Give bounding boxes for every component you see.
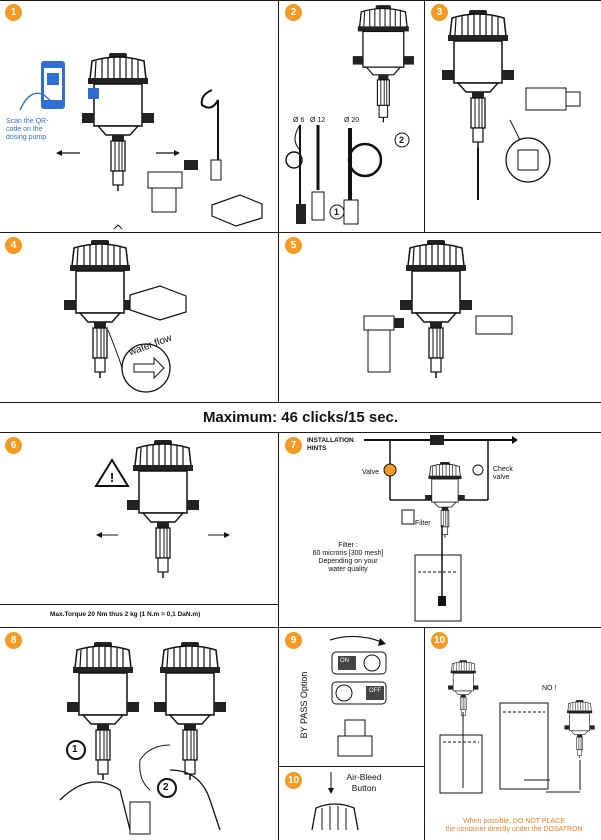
placement-warning: When possible, DO NOT PLACE the containe… bbox=[428, 818, 600, 834]
fitting-diagram bbox=[441, 9, 581, 200]
torque-note: Max.Torque 20 Nm thus 2 kg (1 N.m = 0,1 … bbox=[50, 611, 201, 618]
divider bbox=[424, 0, 425, 232]
divider bbox=[0, 402, 601, 403]
filter-note-line: water quality bbox=[328, 566, 368, 573]
check-valve-label: Check valve bbox=[493, 466, 513, 482]
step-badge: 10 bbox=[431, 632, 448, 649]
bypass-off-label: OFF bbox=[369, 688, 381, 694]
installation-diagram bbox=[364, 435, 518, 622]
callout-1: 1 bbox=[334, 207, 340, 217]
tubing-diagram bbox=[285, 4, 415, 225]
qr-note-line: code on the bbox=[6, 126, 43, 133]
filter-install-diagram bbox=[363, 239, 513, 379]
divider bbox=[278, 627, 279, 840]
step-badge: 2 bbox=[285, 4, 302, 21]
divider bbox=[278, 766, 424, 767]
divider bbox=[0, 232, 601, 233]
tube-diameter-20: Ø 20 bbox=[344, 117, 360, 124]
divider bbox=[0, 432, 601, 433]
air-bleed-diagram bbox=[311, 772, 359, 831]
divider bbox=[278, 0, 279, 232]
filter-note: Filter : 60 microns [300 mesh] Depending… bbox=[298, 542, 398, 574]
pump-diagram bbox=[19, 52, 263, 230]
placement-warning-line: the container directly under the DOSATRO… bbox=[445, 826, 583, 833]
svg-text:!: ! bbox=[110, 470, 114, 485]
step-badge: 7 bbox=[285, 437, 302, 454]
torque-diagram: ! bbox=[94, 439, 230, 579]
air-bleed-label: Air-Bleed Button bbox=[340, 772, 388, 794]
step-badge: 10 bbox=[285, 772, 302, 789]
no-warning: NO ! bbox=[542, 685, 557, 692]
installation-hints-title: INSTALLATION HINTS bbox=[307, 437, 354, 453]
divider bbox=[424, 627, 425, 840]
divider bbox=[0, 604, 278, 605]
callout-2: 2 bbox=[399, 135, 405, 145]
tube-diameter-6: Ø 6 bbox=[293, 117, 305, 124]
qr-note-line: Scan the QR- bbox=[6, 118, 49, 125]
divider bbox=[0, 627, 601, 628]
step-badge: 1 bbox=[5, 4, 22, 21]
step-badge: 3 bbox=[431, 4, 448, 21]
divider bbox=[278, 232, 279, 402]
title-line: INSTALLATION bbox=[307, 437, 354, 444]
callout-1: 1 bbox=[72, 744, 78, 755]
placement-warning-line: When possible, DO NOT PLACE bbox=[463, 818, 565, 825]
step-badge: 8 bbox=[5, 632, 22, 649]
divider bbox=[278, 432, 279, 627]
callout-2: 2 bbox=[163, 782, 169, 793]
filter-note-line: Filter : bbox=[338, 542, 358, 549]
filter-note-line: Depending on your bbox=[318, 558, 378, 565]
air-bleed-line: Button bbox=[351, 783, 377, 793]
tube-diameter-12: Ø 12 bbox=[310, 117, 326, 124]
step-badge: 5 bbox=[285, 237, 302, 254]
step-badge: 4 bbox=[5, 237, 22, 254]
qr-instruction: Scan the QR- code on the dosing pump. bbox=[6, 118, 66, 142]
filter-label: Filter bbox=[415, 520, 431, 527]
step-badge: 9 bbox=[285, 632, 302, 649]
bypass-diagram bbox=[329, 635, 387, 757]
check-valve-line: valve bbox=[493, 474, 510, 481]
check-valve-line: Check bbox=[493, 466, 513, 473]
title-line: HINTS bbox=[307, 445, 327, 452]
air-bleed-line: Air-Bleed bbox=[346, 772, 382, 782]
step-badge: 6 bbox=[5, 437, 22, 454]
divider bbox=[0, 0, 601, 1]
valve-label: Valve bbox=[362, 469, 379, 476]
injector-adjust-diagram bbox=[59, 641, 227, 835]
max-clicks-banner: Maximum: 46 clicks/15 sec. bbox=[202, 408, 399, 426]
bypass-on-label: ON bbox=[340, 658, 349, 664]
flow-diagram bbox=[63, 239, 187, 393]
qr-note-line: dosing pump. bbox=[6, 134, 49, 141]
filter-note-line: 60 microns [300 mesh] bbox=[312, 550, 384, 557]
